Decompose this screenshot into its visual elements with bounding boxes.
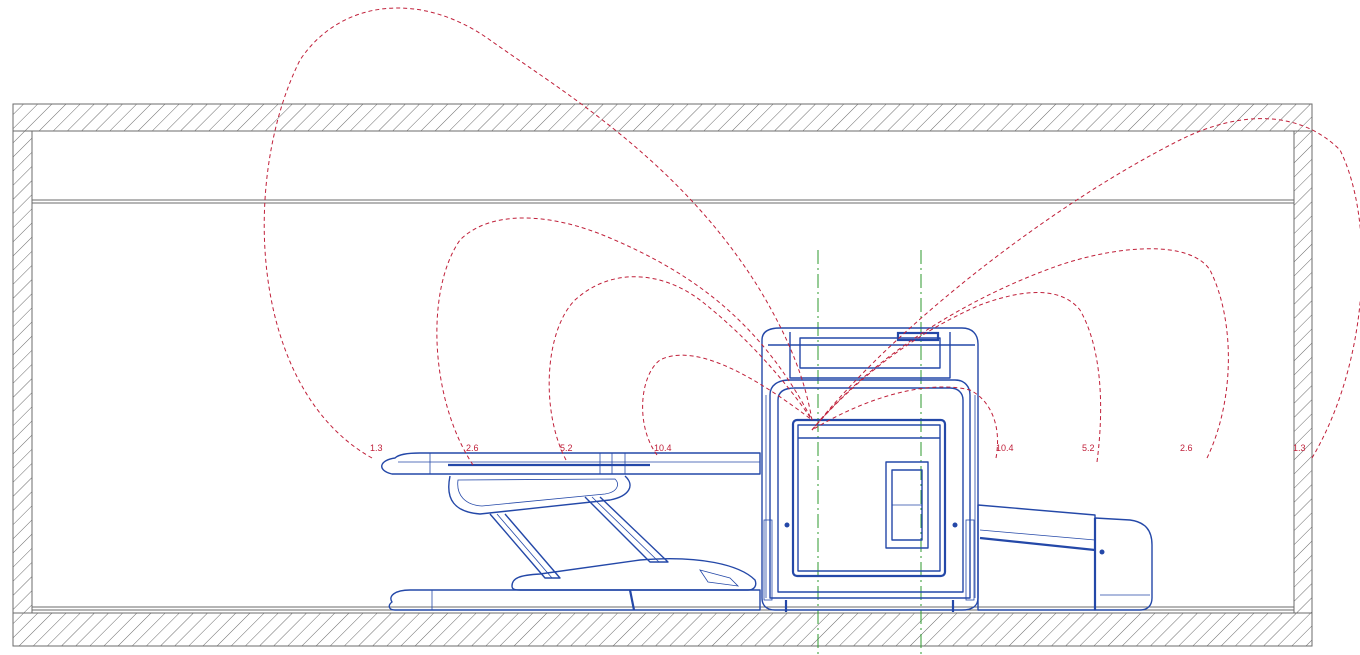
label-1.3-right: 1.3 (1293, 443, 1306, 453)
wall-left (12, 130, 33, 614)
label-10.4-left: 10.4 (654, 443, 672, 453)
label-5.2-right: 5.2 (1082, 443, 1095, 453)
room-walls (12, 103, 1313, 647)
wall-right (1293, 130, 1313, 614)
wall-bottom (12, 612, 1313, 647)
label-2.6-left: 2.6 (466, 443, 479, 453)
field-labels-left: 1.3 2.6 5.2 10.4 (370, 443, 672, 453)
contour-2.6-right (811, 248, 1229, 459)
contour-1.3-right (811, 118, 1360, 459)
label-1.3-left: 1.3 (370, 443, 383, 453)
contour-5.2-left (548, 276, 813, 461)
rear-cabinet (977, 504, 1153, 611)
label-2.6-right: 2.6 (1180, 443, 1193, 453)
field-contours (263, 7, 1360, 466)
field-labels-right: 10.4 5.2 2.6 1.3 (996, 443, 1306, 453)
contour-10.4-right (811, 386, 999, 459)
patient-table (381, 452, 761, 611)
contour-1.3-left (263, 7, 813, 459)
mri-magnet (761, 327, 979, 612)
contour-10.4-left (642, 354, 813, 456)
wall-top (12, 103, 1313, 132)
label-10.4-right: 10.4 (996, 443, 1014, 453)
label-5.2-left: 5.2 (560, 443, 573, 453)
contour-5.2-right (811, 292, 1102, 463)
contour-2.6-left (436, 217, 813, 466)
centerlines (817, 250, 922, 655)
